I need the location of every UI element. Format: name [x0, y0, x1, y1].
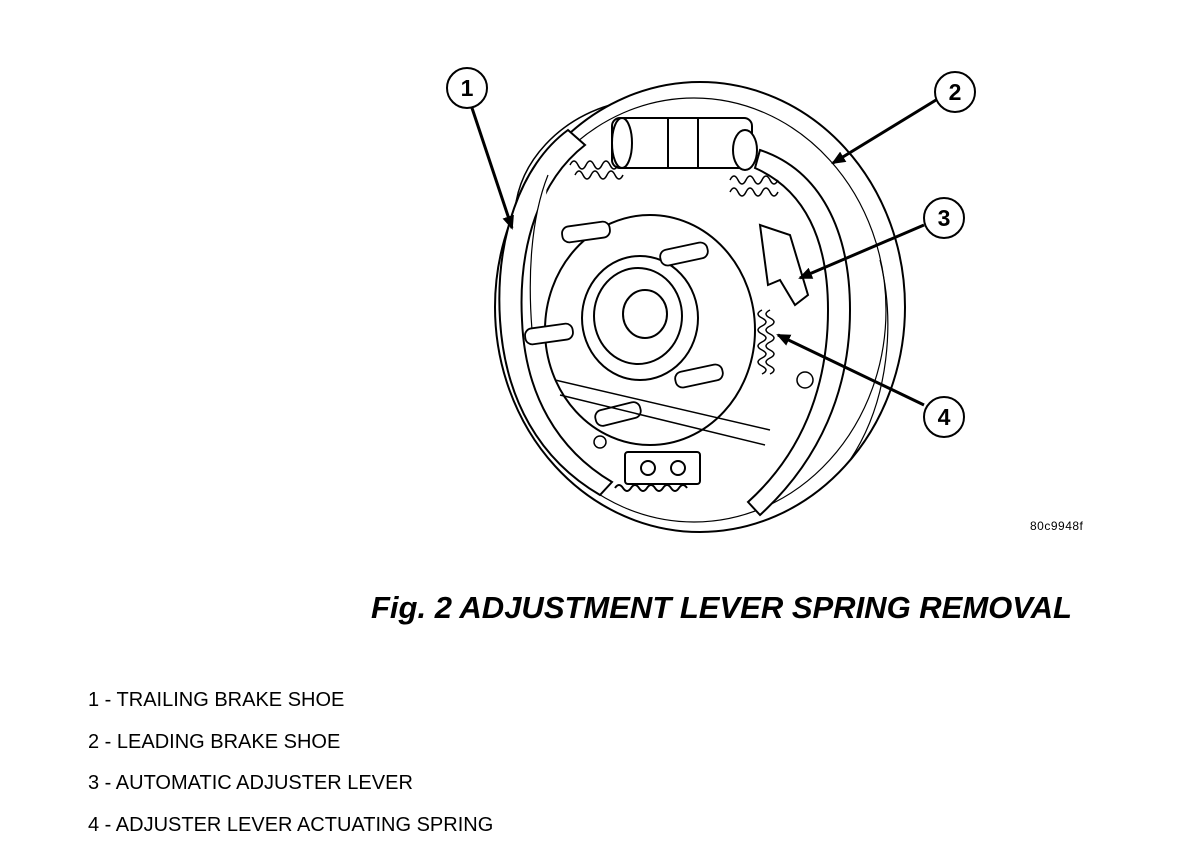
callout-4: 4: [776, 333, 965, 438]
backing-plate: [494, 81, 906, 533]
legend-item: 2 - LEADING BRAKE SHOE: [88, 730, 341, 753]
wheel-studs: [524, 220, 724, 427]
figure-caption: Fig. 2 ADJUSTMENT LEVER SPRING REMOVAL: [371, 590, 1072, 625]
shoe-struts: [554, 371, 814, 449]
adjuster-lever-actuating-spring: [757, 309, 775, 375]
svg-text:3: 3: [938, 205, 951, 231]
figure-code: 80c9948f: [1030, 519, 1084, 533]
svg-text:1: 1: [461, 75, 474, 101]
wheel-hub: [544, 214, 756, 446]
wheel-cylinder: [611, 117, 758, 171]
trailing-brake-shoe: [498, 128, 614, 497]
legend-item: 3 - AUTOMATIC ADJUSTER LEVER: [88, 772, 413, 794]
callout-2: 2: [831, 71, 976, 165]
brake-assembly-illustration: 1 2 3 4: [446, 67, 976, 533]
upper-return-springs: [569, 160, 779, 197]
automatic-adjuster-lever: [758, 223, 810, 307]
leading-brake-shoe: [746, 148, 852, 517]
callout-3: 3: [798, 197, 965, 280]
svg-text:2: 2: [949, 79, 962, 105]
callout-1: 1: [446, 67, 514, 230]
legend-item: 1 - TRAILING BRAKE SHOE: [88, 689, 345, 711]
svg-text:4: 4: [938, 404, 951, 430]
legend-item: 4 - ADJUSTER LEVER ACTUATING SPRING: [88, 813, 494, 836]
star-wheel-adjuster: [614, 451, 701, 492]
legend-list: 1 - TRAILING BRAKE SHOE 2 - LEADING BRAK…: [88, 688, 493, 854]
